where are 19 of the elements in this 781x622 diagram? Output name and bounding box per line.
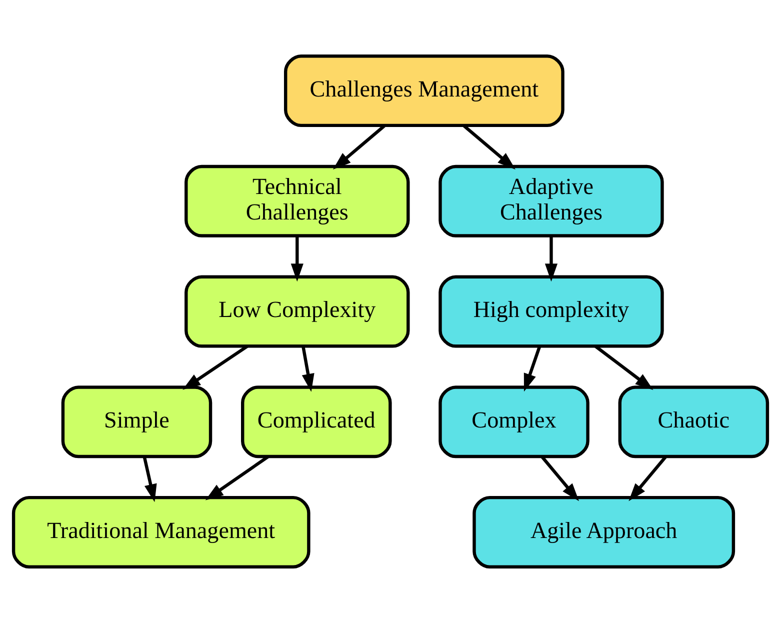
node-box: Technical Challenges (184, 164, 410, 237)
arrow (142, 456, 157, 502)
node-box: Chaotic (618, 385, 770, 458)
node-box: High complexity (438, 274, 664, 348)
node-box: Complicated (241, 385, 392, 458)
node-box: Simple (61, 385, 212, 458)
arrow (290, 235, 304, 282)
arrow (628, 455, 667, 501)
node-box: Complex (438, 385, 590, 458)
arrow (594, 344, 654, 390)
node-box: Agile Approach (472, 495, 736, 568)
node-box: Adaptive Challenges (438, 164, 664, 237)
arrow (544, 235, 558, 282)
arrow (540, 455, 580, 501)
node-box: Traditional Management (12, 495, 310, 568)
arrow (524, 345, 542, 392)
node-box: Low Complexity (184, 274, 410, 348)
arrow (302, 346, 314, 392)
node-box: Challenges Management (284, 54, 564, 127)
